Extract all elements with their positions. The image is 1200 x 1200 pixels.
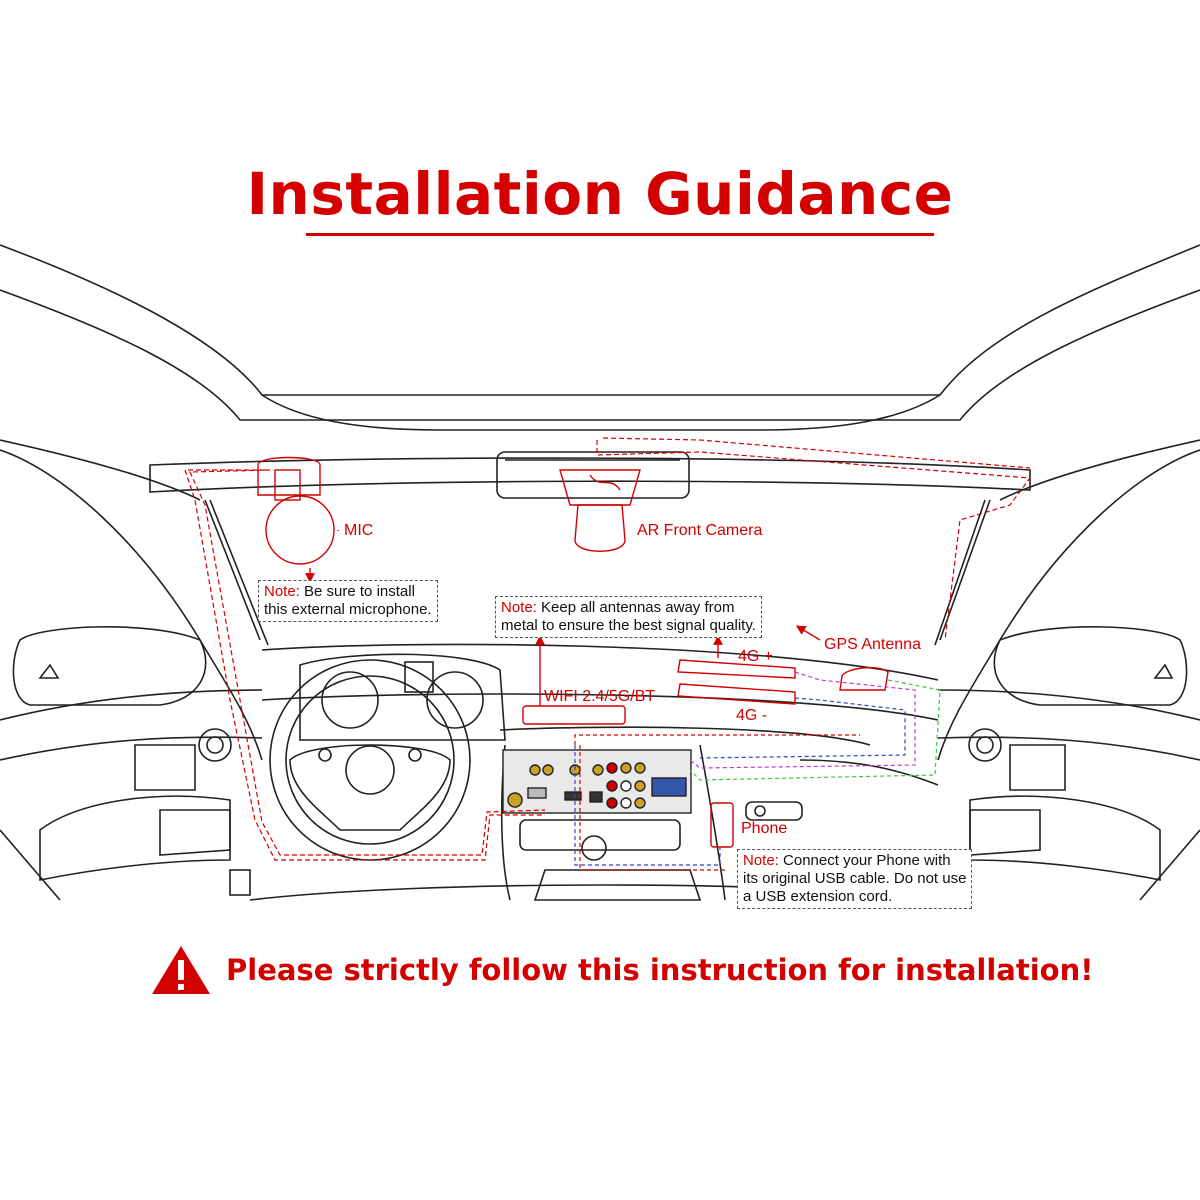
phone-note-keyword: Note:	[743, 852, 779, 869]
mic-label: MIC	[344, 522, 374, 539]
front-camera-device	[559, 469, 641, 552]
head-unit	[502, 749, 692, 814]
title-underline	[306, 233, 934, 236]
wifi-label: WIFI 2.4/5G/BT	[544, 688, 656, 705]
warning-text: Please strictly follow this instruction …	[226, 953, 1094, 987]
antenna-cables	[574, 671, 941, 871]
phone-label: Phone	[741, 820, 788, 837]
antenna-note: Note: Keep all antennas away from metal …	[495, 596, 762, 638]
mic-note: Note: Be sure to install this external m…	[258, 580, 438, 622]
mic-camera-cables	[184, 437, 1032, 861]
mic-note-line2: this external microphone.	[264, 601, 432, 618]
4g-minus-label: 4G -	[736, 707, 768, 724]
warning-banner: Please strictly follow this instruction …	[150, 940, 1093, 1000]
page-title: Installation Guidance	[246, 160, 954, 228]
antenna-devices	[522, 659, 889, 848]
phone-note: Note: Connect your Phone with its origin…	[737, 849, 973, 909]
4g-plus-label: 4G +	[738, 648, 774, 665]
phone-note-line2: its original USB cable. Do not use	[743, 870, 967, 887]
mic-note-line1: Be sure to install	[299, 583, 415, 600]
warning-icon	[152, 946, 210, 994]
mic-note-keyword: Note:	[264, 583, 300, 600]
front-camera-label: AR Front Camera	[637, 522, 763, 539]
car-line-art	[0, 244, 1200, 901]
phone-note-line1: Connect your Phone with	[778, 852, 951, 869]
mic-device	[257, 456, 335, 565]
antenna-note-keyword: Note:	[501, 599, 537, 616]
gps-antenna-label: GPS Antenna	[824, 636, 921, 653]
phone-note-line3: a USB extension cord.	[743, 888, 893, 905]
callout-arrows	[305, 530, 821, 706]
antenna-note-line2: metal to ensure the best signal quality.	[501, 617, 756, 634]
antenna-note-line1: Keep all antennas away from	[536, 599, 735, 616]
